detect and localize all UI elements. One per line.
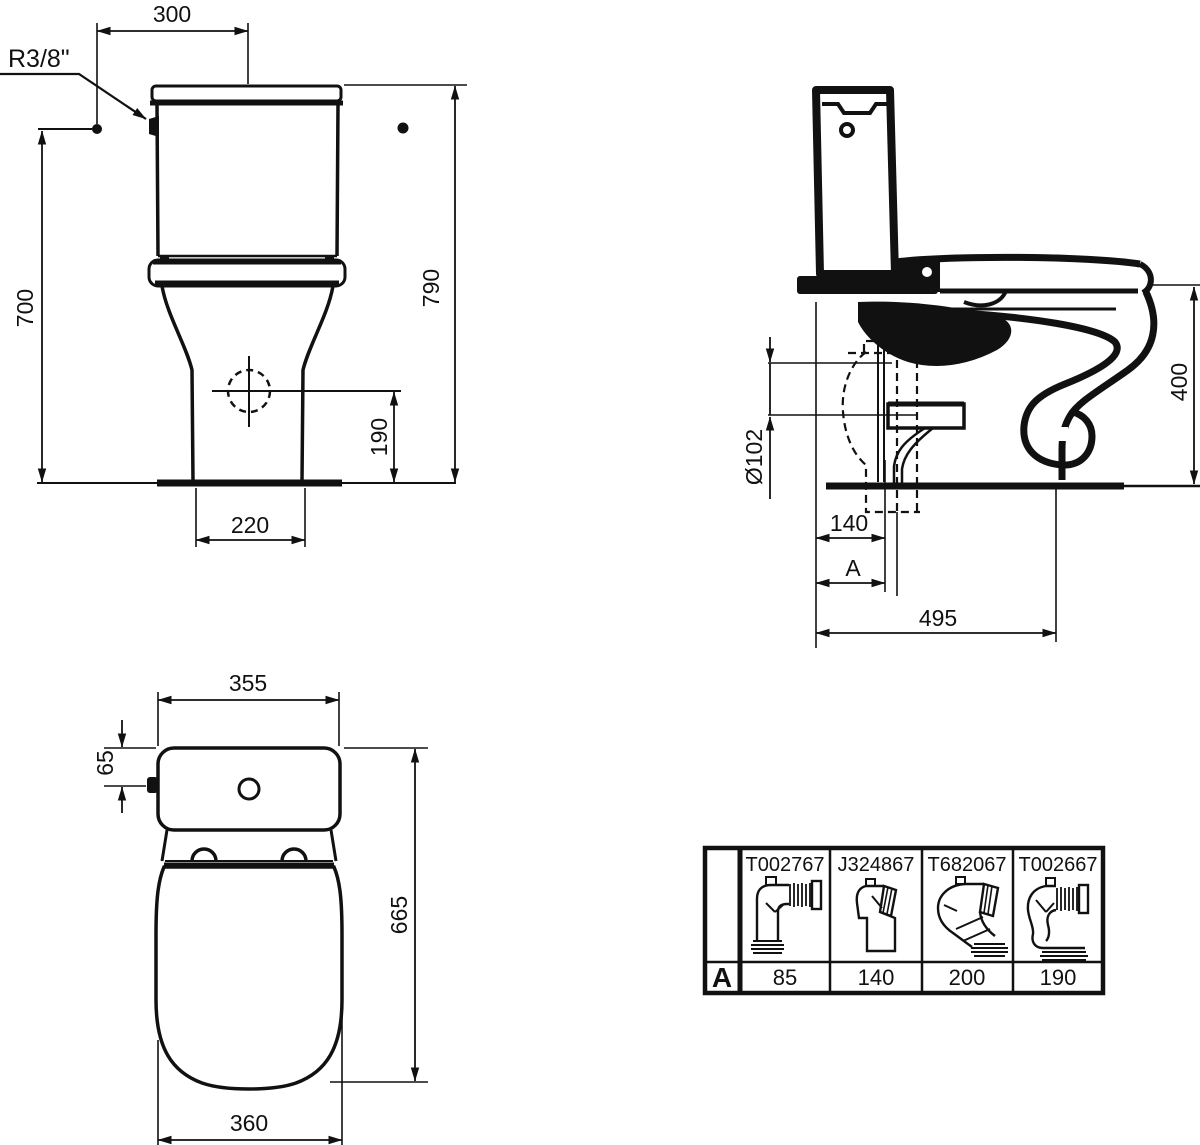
front-cistern-lid	[150, 84, 343, 106]
elbow-corrugated-connector-icon	[751, 876, 823, 954]
dim-outlet-diameter-102: Ø102	[741, 337, 775, 499]
dim-A-label: A	[845, 555, 861, 581]
mounting-dot-right	[397, 122, 409, 134]
dim-outlet-variable-A: A	[815, 555, 886, 588]
offset-vertical-connector-icon	[855, 878, 898, 953]
front-pedestal	[160, 285, 335, 482]
front-supply-hole	[212, 356, 401, 427]
part-number-1: T002767	[746, 854, 825, 876]
part-value-1: 85	[773, 965, 797, 990]
dim-360-label: 360	[230, 1110, 268, 1136]
part-value-4: 190	[1040, 965, 1077, 990]
front-cistern-body	[155, 104, 340, 258]
table-border	[702, 845, 1106, 996]
dim-total-depth-665: 665	[330, 747, 428, 1083]
top-hinges	[160, 829, 338, 868]
dim-220-label: 220	[231, 512, 269, 538]
front-rim-band	[147, 257, 347, 288]
dim-140-label: 140	[830, 510, 868, 536]
part-value-3: 200	[949, 965, 986, 990]
dim-700-label: 700	[12, 289, 38, 327]
dim-665-label: 665	[386, 896, 412, 934]
front-view: 300 R3/8" 700 790 190 220	[0, 1, 467, 547]
top-flush-button	[237, 777, 261, 801]
part-number-2: J324867	[838, 854, 915, 876]
dim-outlet-distance-140: 140	[815, 510, 886, 543]
dim-inlet-offset-65: 65	[92, 720, 156, 813]
inlet-thread-callout: R3/8"	[0, 45, 147, 120]
dim-355-label: 355	[229, 670, 267, 696]
dim-65-label: 65	[92, 750, 118, 776]
side-outlet	[886, 401, 966, 483]
dim-790-label: 790	[418, 269, 444, 307]
table-row-label: A	[712, 962, 732, 993]
side-bowl-profile	[877, 290, 1158, 482]
angled-connector-icon	[936, 876, 1008, 957]
part-number-4: T002667	[1019, 854, 1098, 876]
side-trap-shadow	[858, 301, 1012, 366]
dim-depth-495: 495	[815, 605, 1057, 638]
dim-supply-height-190: 190	[366, 391, 399, 483]
dim-inlet-height-700: 700	[12, 130, 47, 483]
dim-total-height-790: 790	[344, 84, 467, 483]
swan-neck-corrugated-connector-icon	[1026, 877, 1090, 961]
top-cistern	[147, 746, 342, 832]
front-inlet-boss	[149, 116, 159, 137]
dim-300-label: 300	[153, 1, 191, 27]
dim-400-label: 400	[1166, 363, 1192, 401]
top-inlet-boss	[147, 777, 158, 793]
dim-tank-width-300: 300	[96, 1, 249, 124]
inlet-thread-label: R3/8"	[8, 45, 70, 73]
side-view: Ø102 400 140 A 495	[741, 86, 1200, 648]
dim-base-width-220: 220	[195, 488, 306, 547]
dim-rim-height-400: 400	[1166, 286, 1199, 485]
dim-495-label: 495	[919, 605, 957, 631]
side-outlet-dashed-option	[841, 339, 920, 514]
top-seat-outline	[154, 865, 344, 1091]
dim-102-label: Ø102	[741, 429, 767, 485]
side-extension-lines	[768, 284, 1200, 648]
dim-seat-width-360: 360	[157, 1010, 343, 1145]
dim-190-label: 190	[366, 418, 392, 456]
connector-table: A T002767 J324867 T682067 T002667 85 140…	[702, 845, 1106, 996]
part-value-2: 140	[858, 965, 895, 990]
part-number-3: T682067	[928, 854, 1007, 876]
top-view: 355 65 665 360	[92, 670, 428, 1145]
side-seat-cover	[893, 253, 1154, 311]
dim-top-tank-width-355: 355	[157, 670, 340, 746]
